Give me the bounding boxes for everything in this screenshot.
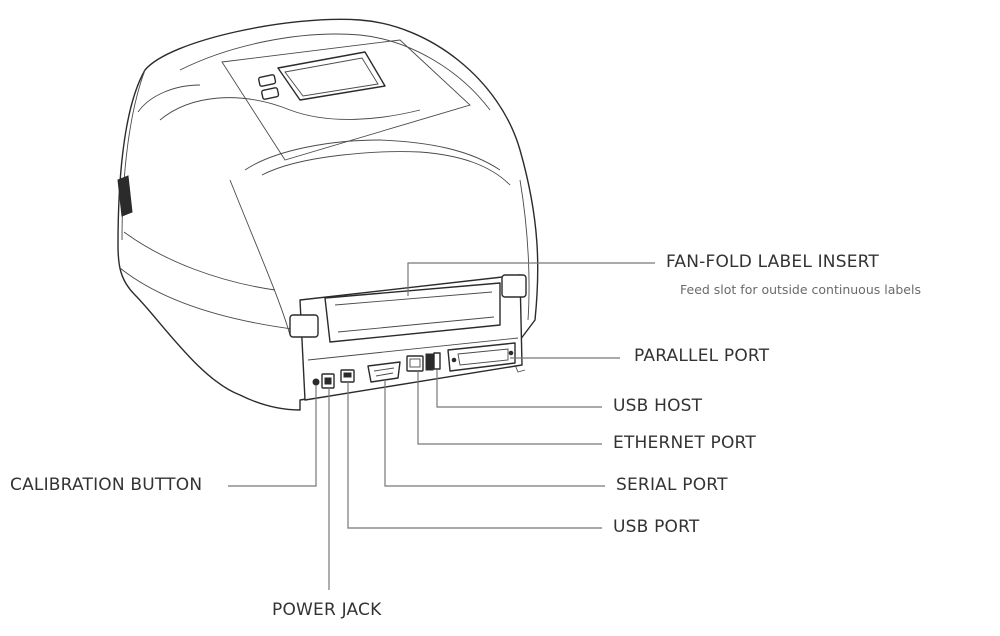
- label-ethernet-port: ETHERNET PORT: [613, 433, 756, 453]
- right-hinge: [502, 275, 526, 297]
- label-fan-fold-sub: Feed slot for outside continuous labels: [680, 282, 921, 297]
- leader-usb-port: [348, 382, 602, 528]
- label-usb-host: USB HOST: [613, 396, 702, 416]
- left-hinge: [290, 315, 318, 337]
- label-power-jack: POWER JACK: [272, 600, 381, 620]
- label-serial-port: SERIAL PORT: [616, 475, 728, 495]
- usb-host-shape: [426, 354, 433, 370]
- usb-host-shape-2: [434, 353, 440, 369]
- leader-usb-host: [437, 370, 602, 407]
- ethernet-port-shape: [407, 356, 423, 371]
- label-fan-fold: FAN-FOLD LABEL INSERT: [666, 252, 879, 272]
- label-parallel-port: PARALLEL PORT: [634, 346, 769, 366]
- serial-port-shape: [368, 362, 400, 382]
- label-calibration-button: CALIBRATION BUTTON: [10, 475, 202, 495]
- label-usb-port: USB PORT: [613, 517, 700, 537]
- calibration-button-shape: [313, 379, 319, 385]
